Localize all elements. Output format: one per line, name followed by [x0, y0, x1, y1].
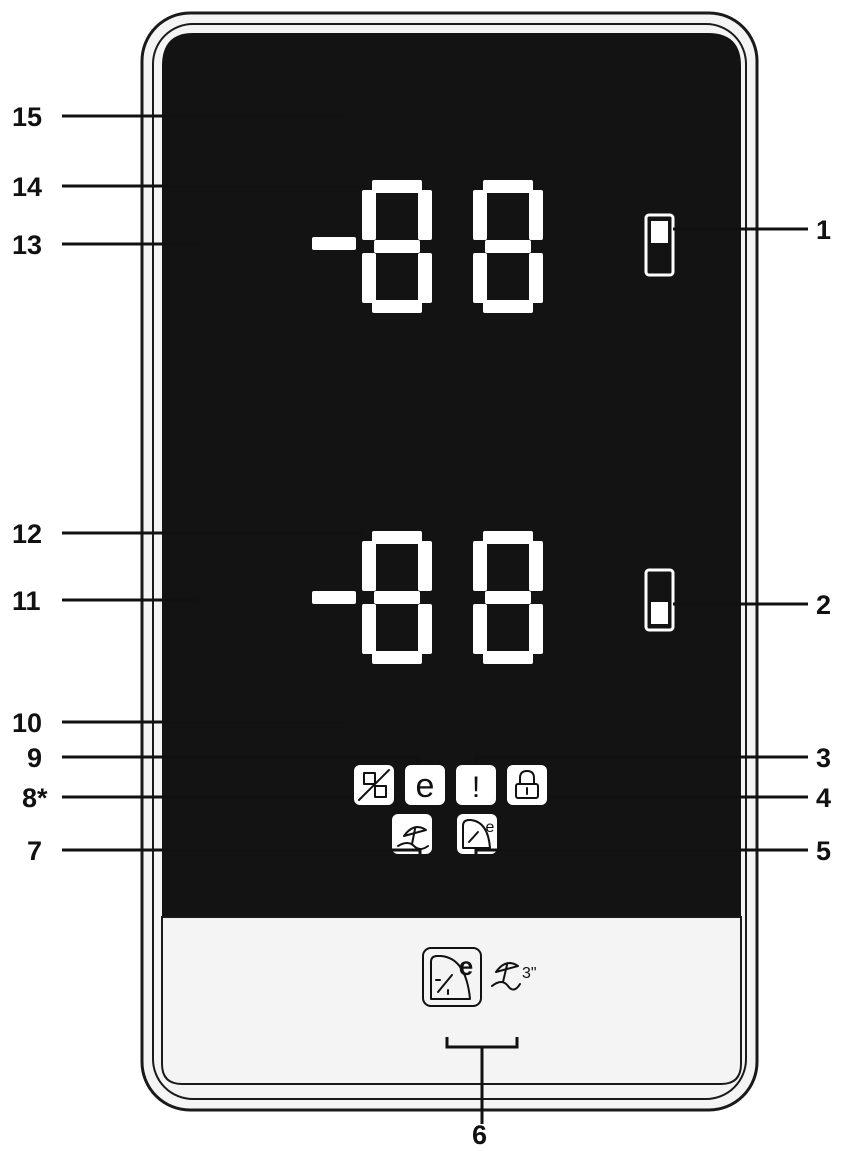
display-frame-inner-line: [152, 23, 747, 1100]
child-lock-icon: [507, 765, 547, 805]
eco-timer-icon: e: [457, 814, 497, 854]
holiday-3sec-label: 3": [522, 965, 537, 982]
callout-11: 11: [12, 586, 41, 616]
freezer-minus-segment: [312, 591, 356, 604]
eco-holiday-button[interactable]: e: [422, 947, 482, 1007]
freezer-level-bar-indicator: [644, 568, 675, 632]
callout-12: 12: [12, 519, 42, 549]
callout-7: 7: [27, 836, 42, 866]
freezer-temperature-display: [312, 531, 543, 664]
callout-10: 10: [12, 708, 42, 738]
eco-holiday-button-e: e: [459, 951, 473, 981]
eco-timer-label: e: [486, 819, 495, 836]
button-bracket: [445, 1037, 519, 1124]
fridge-minus-segment: [312, 237, 356, 250]
holiday-mode-icon: [392, 814, 432, 854]
holiday-3sec-hint: 3": [488, 954, 537, 991]
callout-3: 3: [816, 743, 831, 773]
alarm-icon: !: [456, 765, 496, 805]
eco-mode-icon: e: [405, 765, 445, 805]
callout-5: 5: [816, 836, 831, 866]
callout-14: 14: [12, 172, 42, 202]
callout-13: 13: [12, 230, 42, 260]
alarm-label: !: [472, 771, 480, 804]
callout-8: 8*: [22, 783, 48, 813]
fridge-level-bar-indicator: [644, 213, 675, 277]
callout-15: 15: [12, 102, 42, 132]
leader-lines: [62, 114, 808, 854]
callout-2: 2: [816, 590, 831, 620]
fridge-temperature-display: [312, 180, 543, 313]
callout-4: 4: [816, 783, 831, 813]
callout-1: 1: [816, 215, 831, 245]
eco-mode-label: e: [416, 767, 435, 805]
ice-maker-off-icon: [354, 765, 394, 805]
callout-6: 6: [472, 1120, 487, 1150]
display-panel: [162, 33, 741, 917]
callout-9: 9: [27, 743, 42, 773]
callout-numbers: 15 14 13 12 11 10 9 8* 7 1 2 3 4 5 6: [12, 102, 831, 1150]
